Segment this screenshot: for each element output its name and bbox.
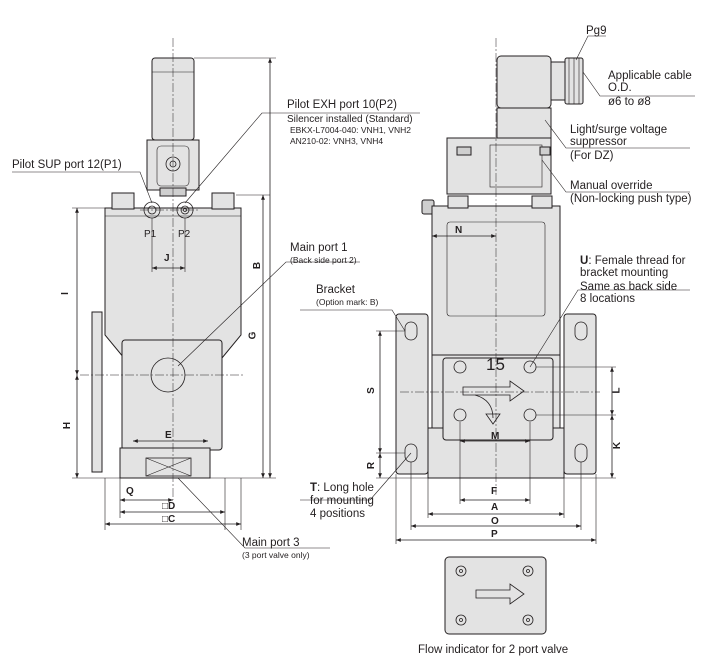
dim-j: J [164, 253, 170, 264]
t-label-line-2: for mounting [310, 495, 374, 507]
right-bracket [563, 313, 597, 475]
main-port-1-label: Main port 1 [290, 242, 348, 254]
flow-indicator-caption: Flow indicator for 2 port valve [418, 644, 569, 656]
dim-p: P [491, 529, 498, 540]
u-label-line-4: 8 locations [580, 293, 635, 305]
bracket-sub-label: (Option mark: B) [316, 297, 379, 307]
main-port-3-sub: (3 port valve only) [242, 550, 310, 560]
t-label-line-1: T: Long hole [310, 482, 374, 495]
t-text-1: : Long hole [317, 482, 374, 494]
suppressor-block [496, 107, 552, 139]
main-port-3 [145, 457, 192, 477]
lower-block [119, 447, 211, 479]
main-port-1-sub: (Back side port 2) [290, 255, 357, 265]
u-label-line-3: Same as back side [580, 281, 678, 293]
flow-arrow-icon [462, 380, 525, 425]
right-view [300, 35, 695, 544]
dim-i: I [59, 292, 71, 295]
left-top-ear [111, 192, 135, 210]
dim-r: R [366, 461, 378, 470]
dim-e: E [165, 430, 172, 441]
dim-c: □C [162, 514, 176, 525]
t-label-line-3: 4 positions [310, 508, 365, 520]
right-connector [496, 55, 552, 109]
main-port-housing [121, 339, 223, 451]
bracket-label: Bracket [316, 284, 355, 296]
dim-n: N [455, 225, 463, 236]
left-view [12, 38, 420, 549]
dim-f: F [491, 486, 498, 497]
silencer-model-2: AN210-02: VNH3, VNH4 [290, 136, 384, 146]
silencer-label: Silencer installed (Standard) [287, 114, 413, 125]
dim-s: S [365, 387, 377, 394]
p1-label: P1 [144, 229, 157, 240]
cable-label-2: O.D. [608, 82, 632, 94]
cable-gland-icon [550, 57, 584, 105]
flow-number: 15 [486, 355, 505, 374]
dim-a: A [491, 502, 499, 513]
manual-override-icon [456, 146, 551, 156]
dim-k: K [612, 441, 624, 450]
override-label-2: (Non-locking push type) [570, 193, 692, 205]
p2-label: P2 [178, 229, 191, 240]
pg9-label: Pg9 [586, 25, 607, 37]
u-label-line-1: U: Female thread for [580, 255, 685, 268]
suppressor-label-2: suppressor [570, 136, 627, 148]
silencer-model-1: EBKX-L7004-040: VNH1, VNH2 [290, 125, 411, 135]
dim-g: G [247, 331, 259, 340]
dim-l: L [611, 387, 623, 394]
dim-m: M [491, 431, 500, 442]
suppressor-label-1: Light/surge voltage [570, 124, 668, 136]
pilot-exh-label: Pilot EXH port 10(P2) [287, 99, 397, 111]
t-code: T [310, 482, 318, 494]
cable-label-3: ø6 to ø8 [608, 96, 651, 108]
pilot-sup-label: Pilot SUP port 12(P1) [12, 159, 122, 171]
dim-d: □D [162, 501, 176, 512]
u-label-line-2: bracket mounting [580, 267, 669, 279]
override-label-1: Manual override [570, 180, 653, 192]
main-port-3-label: Main port 3 [242, 537, 300, 549]
u-text-1: : Female thread for [588, 255, 686, 267]
left-bracket [395, 313, 429, 475]
side-flange [91, 311, 103, 473]
pilot-housing [446, 137, 552, 195]
dim-q: Q [126, 486, 134, 497]
cable-label-1: Applicable cable [608, 70, 692, 82]
dim-h: H [62, 421, 74, 430]
thread-u3 [453, 408, 467, 422]
suppressor-label-3: (For DZ) [570, 150, 614, 162]
u-code: U [580, 255, 589, 267]
dim-b: B [252, 261, 264, 270]
dim-o: O [491, 516, 499, 527]
thread-u1 [453, 360, 467, 374]
right-top-ear [211, 192, 235, 210]
flow-indicator-panel [444, 556, 547, 635]
